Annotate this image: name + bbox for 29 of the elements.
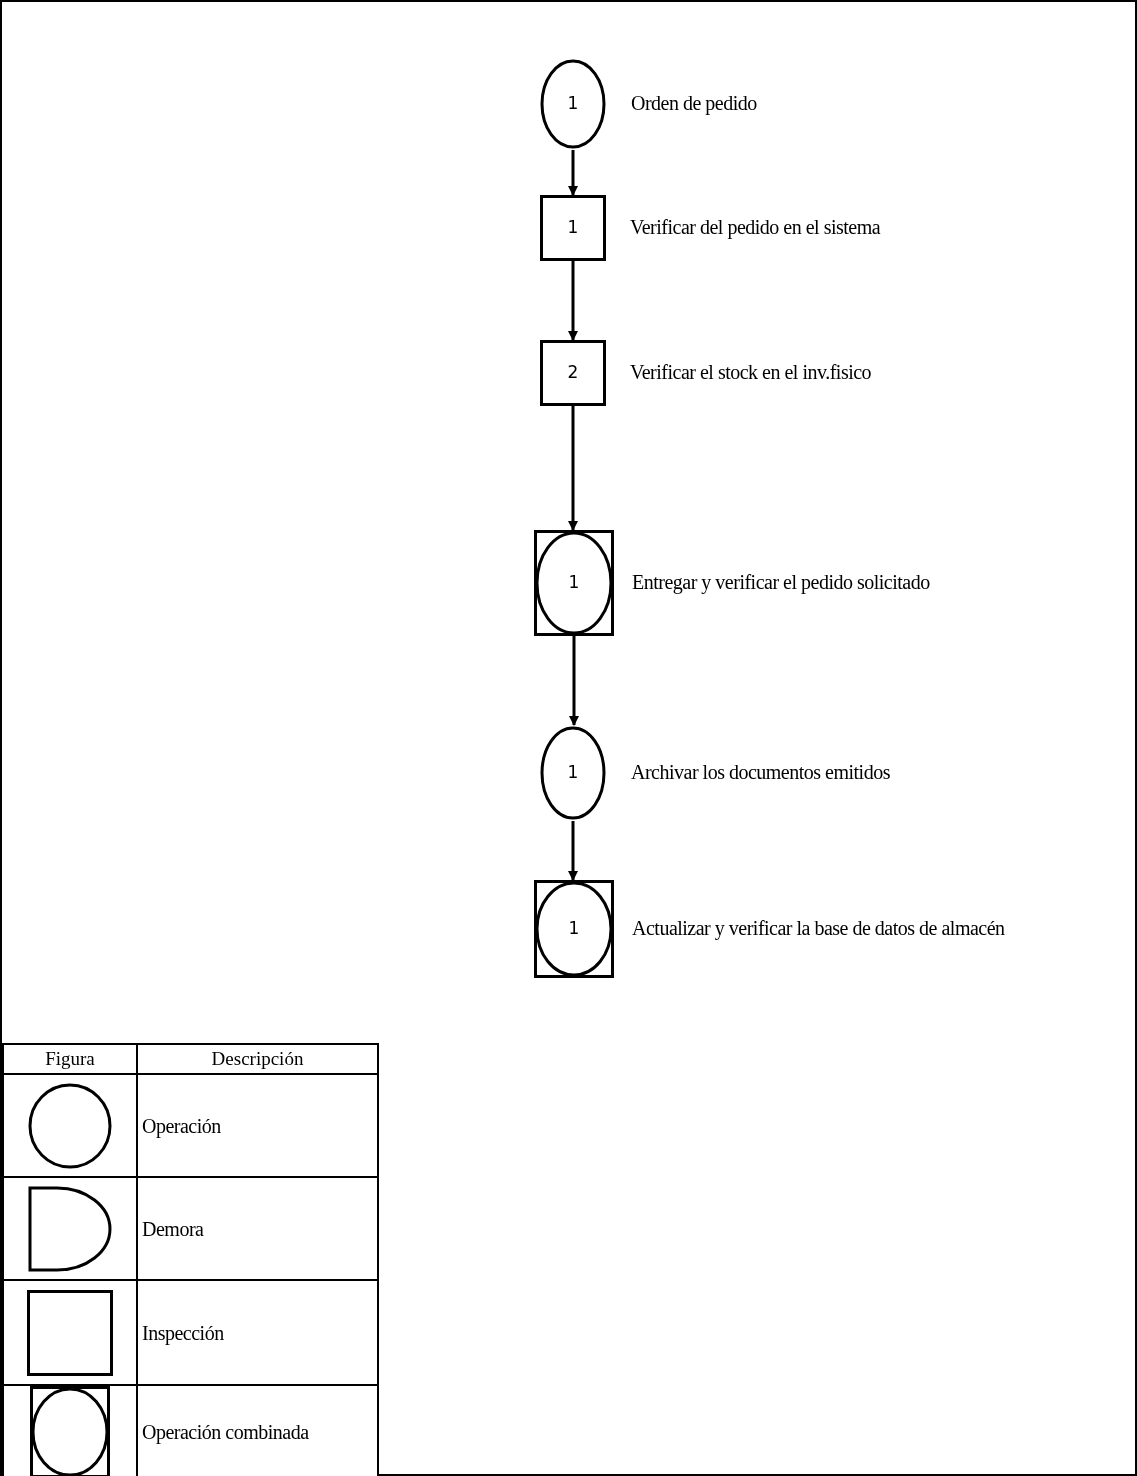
step-number: 1 bbox=[567, 216, 579, 240]
combined-operation-symbol bbox=[534, 880, 614, 978]
inspection-square bbox=[540, 195, 606, 261]
step-number: 2 bbox=[567, 361, 579, 385]
step-number: 1 bbox=[567, 761, 579, 785]
combined-operation-symbol bbox=[534, 530, 614, 636]
arrow bbox=[569, 636, 579, 726]
arrow bbox=[568, 261, 578, 341]
arrow bbox=[568, 821, 578, 881]
operation-circle bbox=[539, 725, 607, 821]
operation-circle bbox=[539, 58, 607, 150]
step-number: 1 bbox=[568, 571, 580, 595]
step-description: Verificar el stock en el inv.fisico bbox=[630, 362, 872, 382]
arrow bbox=[568, 150, 578, 196]
step-number: 1 bbox=[568, 917, 580, 941]
column-header: Descripción bbox=[211, 1046, 304, 1071]
step-number: 1 bbox=[567, 92, 579, 116]
step-description: Entregar y verificar el pedido solicitado bbox=[632, 572, 930, 592]
legend-text: Operación bbox=[142, 1113, 221, 1140]
legend-text: Operación combinada bbox=[142, 1420, 309, 1446]
step-description: Archivar los documentos emitidos bbox=[631, 762, 890, 782]
step-description: Orden de pedido bbox=[631, 93, 757, 113]
inspection-square bbox=[540, 340, 606, 406]
column-header: Figura bbox=[45, 1046, 95, 1071]
step-description: Verificar del pedido en el sistema bbox=[630, 217, 881, 237]
legend-text: Inspección bbox=[142, 1320, 224, 1347]
arrow bbox=[568, 406, 578, 531]
step-description: Actualizar y verificar la base de datos de almacén bbox=[632, 918, 1005, 938]
legend-text: Demora bbox=[142, 1216, 204, 1242]
